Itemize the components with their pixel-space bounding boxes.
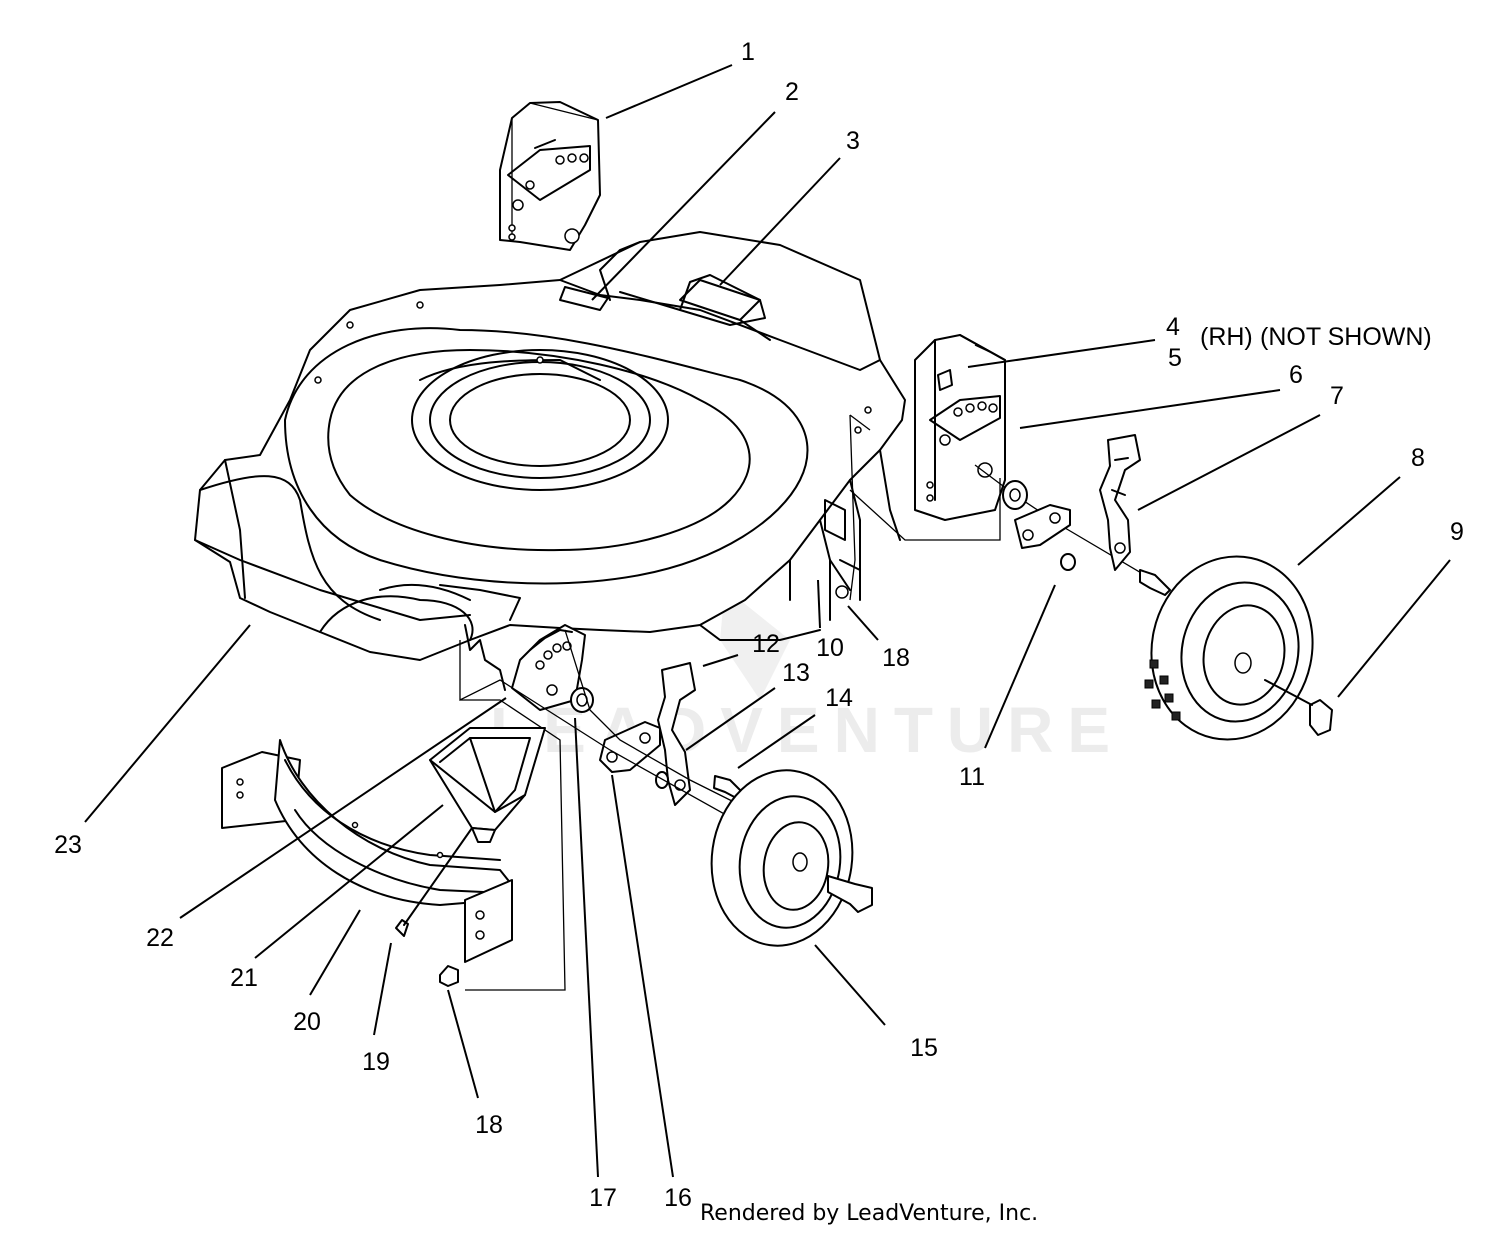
callout-20: 20 (293, 1008, 321, 1036)
part-9-axle-bolt (1264, 679, 1333, 736)
callout-18: 18 (475, 1111, 503, 1139)
callout-23: 23 (54, 831, 82, 859)
callout-19: 19 (362, 1048, 390, 1076)
callout-6: 6 (1289, 361, 1303, 389)
part-6-bracket (914, 334, 1006, 521)
callout-17: 17 (589, 1184, 617, 1212)
callout-9: 9 (1450, 518, 1464, 546)
part-23-mower-deck (194, 231, 906, 661)
callout-4: 4 (1166, 313, 1180, 341)
watermark: LEADVENTURE (490, 480, 1124, 766)
note-not-shown: (NOT SHOWN) (1260, 323, 1432, 351)
part-8-rear-wheel (1144, 555, 1314, 741)
part-21-discharge-plug (429, 727, 546, 843)
callout-8: 8 (1411, 444, 1425, 472)
part-19-screw (395, 827, 473, 937)
callout-21: 21 (230, 964, 258, 992)
part-3-decal (679, 279, 761, 321)
note-side-rh: (RH) (1200, 323, 1253, 351)
callout-10: 10 (816, 634, 844, 662)
part-22-front-bracket (464, 624, 586, 711)
part-20-front-shield (221, 739, 513, 963)
callout-2: 2 (785, 78, 799, 106)
callout-13: 13 (782, 659, 810, 687)
part-15-front-wheel (710, 769, 873, 947)
callout-18: 18 (882, 644, 910, 672)
part-rear-axle-hardware (1002, 434, 1171, 596)
leader-lines (84, 64, 1451, 1178)
callout-12: 12 (752, 630, 780, 658)
part-1-bracket (499, 101, 601, 251)
callout-7: 7 (1330, 382, 1344, 410)
callout-22: 22 (146, 924, 174, 952)
part-10-side-plate (829, 559, 849, 621)
callout-3: 3 (846, 127, 860, 155)
callout-14: 14 (825, 684, 853, 712)
credit-text: Rendered by LeadVenture, Inc. (700, 1201, 1038, 1226)
callout-5: 5 (1168, 344, 1182, 372)
watermark-text: LEADVENTURE (490, 694, 1124, 766)
callout-15: 15 (910, 1034, 938, 1062)
callout-16: 16 (664, 1184, 692, 1212)
part-18-nut (439, 965, 459, 987)
callout-1: 1 (741, 38, 755, 66)
callout-11: 11 (959, 763, 985, 791)
